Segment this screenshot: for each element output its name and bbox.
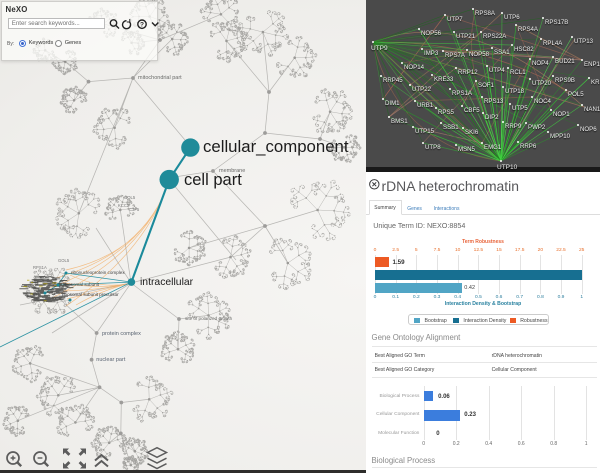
svg-text:?: ? xyxy=(140,22,144,29)
